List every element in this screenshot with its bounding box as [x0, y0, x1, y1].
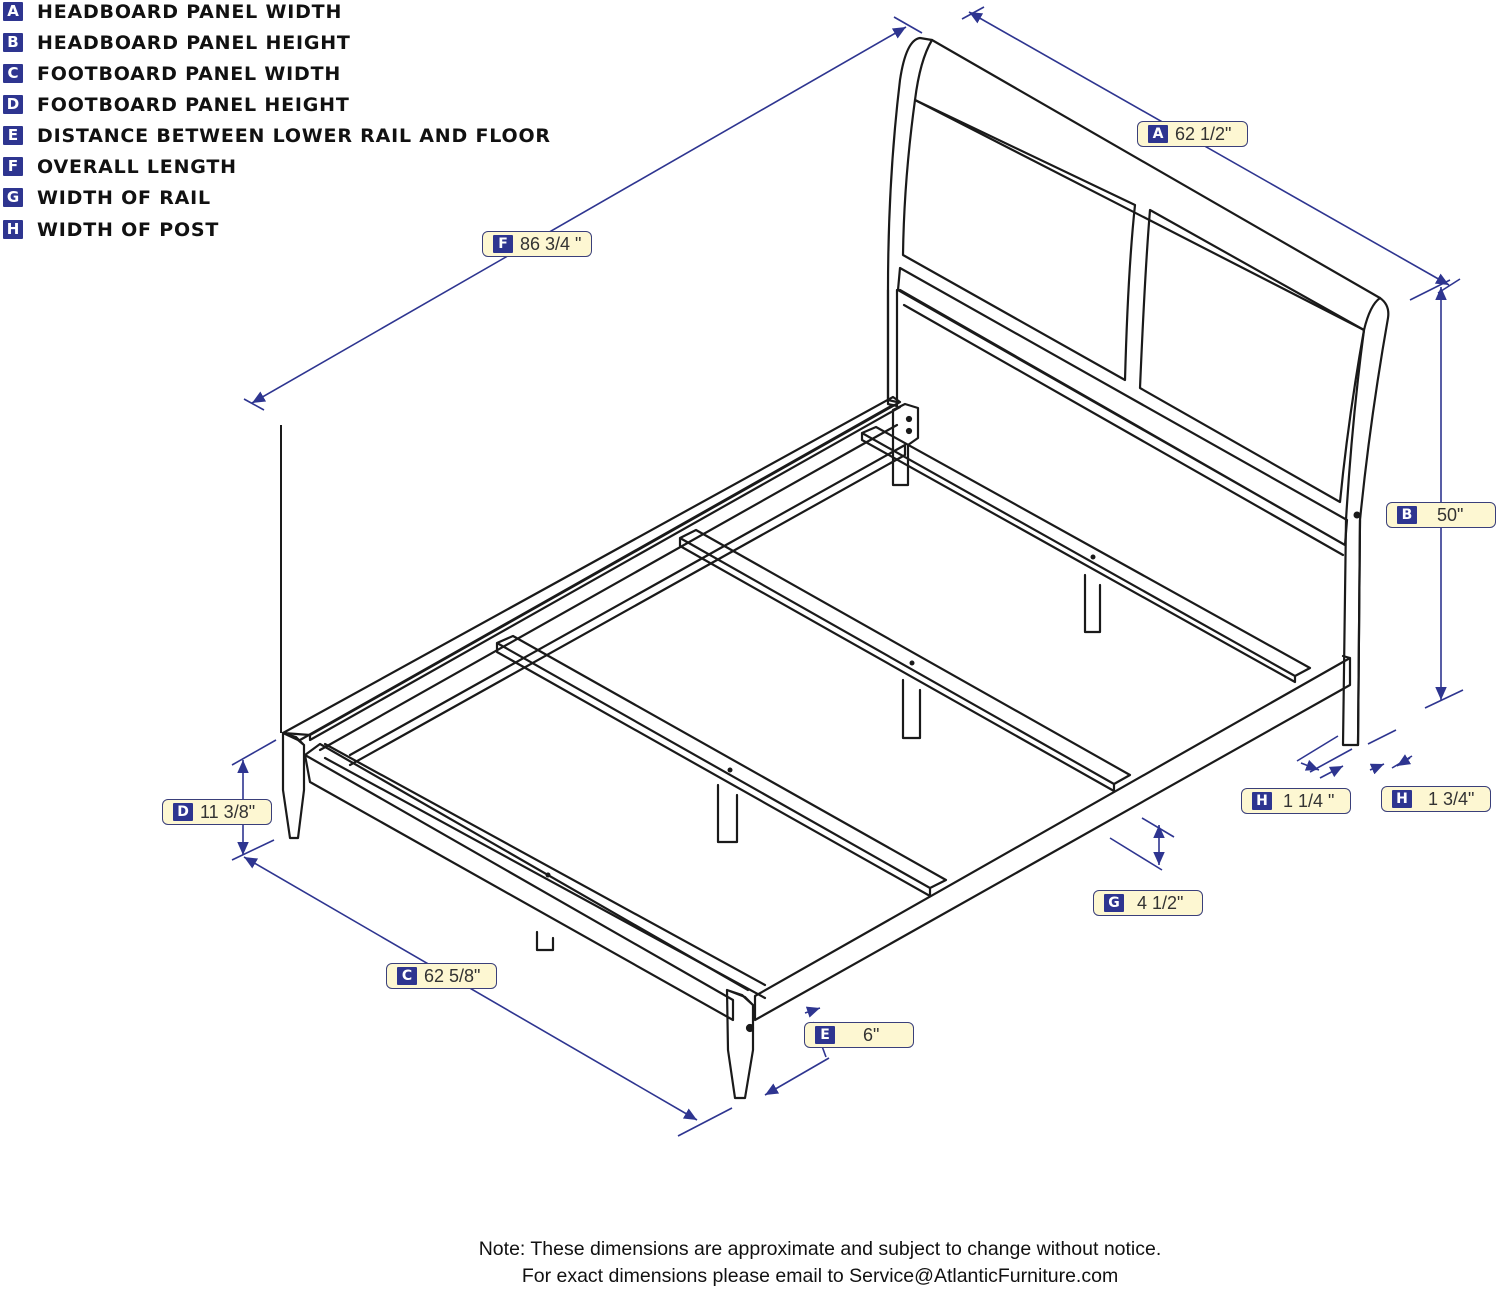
dimension-badge-c: C 62 5/8" — [386, 963, 497, 989]
badge-letter-h2: H — [1392, 790, 1412, 808]
support-leg-3 — [716, 783, 739, 844]
legend-letter-g: G — [3, 188, 23, 207]
side-rail-right — [753, 654, 1352, 1022]
badge-value-h2: 1 3/4" — [1428, 789, 1475, 809]
badge-value-b: 50" — [1437, 505, 1464, 525]
dimension-badge-f: F 86 3/4 " — [482, 231, 592, 257]
headboard-post-left — [886, 288, 899, 408]
footboard-rail — [303, 742, 750, 1022]
badge-value-d: 11 3/8" — [200, 802, 256, 822]
legend-letter-c: C — [3, 64, 23, 83]
slat-head — [860, 425, 1312, 684]
headboard-bracket — [891, 402, 920, 487]
slat-middle — [678, 528, 1132, 793]
dimension-badge-h1: H 1 1/4 " — [1241, 788, 1351, 814]
badge-letter-g: G — [1104, 894, 1124, 912]
headboard-lower-rail — [896, 266, 1349, 557]
badge-letter-f: F — [493, 235, 513, 253]
disclaimer-note: Note: These dimensions are approximate a… — [0, 1236, 1500, 1290]
legend-label-h: WIDTH OF POST — [37, 219, 220, 241]
slat-foot — [495, 634, 948, 898]
badge-value-c: 62 5/8" — [424, 966, 481, 986]
headboard-top-rail — [913, 38, 1382, 522]
side-rail-left — [281, 395, 902, 742]
note-line-2: For exact dimensions please email to Ser… — [521, 1265, 1119, 1287]
headboard-panel-left — [901, 98, 1137, 382]
footboard-inner-ledge — [323, 742, 767, 1000]
legend-label-g: WIDTH OF RAIL — [37, 187, 211, 209]
legend-label-f: OVERALL LENGTH — [37, 156, 237, 178]
badge-letter-e: E — [815, 1026, 835, 1044]
badge-letter-a: A — [1148, 125, 1168, 143]
badge-value-e: 6" — [863, 1025, 880, 1045]
legend-letter-h: H — [3, 220, 23, 239]
dimension-badge-h2: H 1 3/4" — [1381, 786, 1491, 812]
legend-label-a: HEADBOARD PANEL WIDTH — [37, 1, 343, 23]
dimension-badge-d: D 11 3/8" — [162, 799, 272, 825]
legend-letter-a: A — [3, 2, 23, 21]
dimension-badge-a: A 62 1/2" — [1137, 121, 1248, 147]
footboard-post-left — [281, 731, 306, 840]
badge-value-h1: 1 1/4 " — [1283, 791, 1335, 811]
badge-value-g: 4 1/2" — [1137, 893, 1184, 913]
support-leg-4 — [535, 930, 555, 952]
legend-letter-b: B — [3, 33, 23, 52]
support-leg-1 — [1083, 573, 1102, 634]
bed-frame-drawing — [281, 36, 1390, 1100]
headboard-post-right — [1341, 518, 1362, 747]
badge-letter-h1: H — [1252, 792, 1272, 810]
badge-value-a: 62 1/2" — [1175, 124, 1232, 144]
dimension-badge-b: B 50" — [1386, 502, 1496, 528]
dimension-badge-g: G 4 1/2" — [1093, 890, 1203, 916]
footboard-post-right — [725, 988, 755, 1100]
legend-letter-e: E — [3, 126, 23, 145]
legend-letter-d: D — [3, 95, 23, 114]
dimension-badge-e: E 6" — [804, 1022, 914, 1048]
support-leg-2 — [901, 678, 922, 740]
legend-letter-f: F — [3, 157, 23, 176]
badge-value-f: 86 3/4 " — [520, 234, 582, 254]
badge-letter-d: D — [173, 803, 193, 821]
note-line-1: Note: These dimensions are approximate a… — [478, 1238, 1162, 1260]
badge-letter-b: B — [1397, 506, 1417, 524]
side-rail-left-inner-ledge — [318, 423, 907, 767]
badge-letter-c: C — [397, 967, 417, 985]
